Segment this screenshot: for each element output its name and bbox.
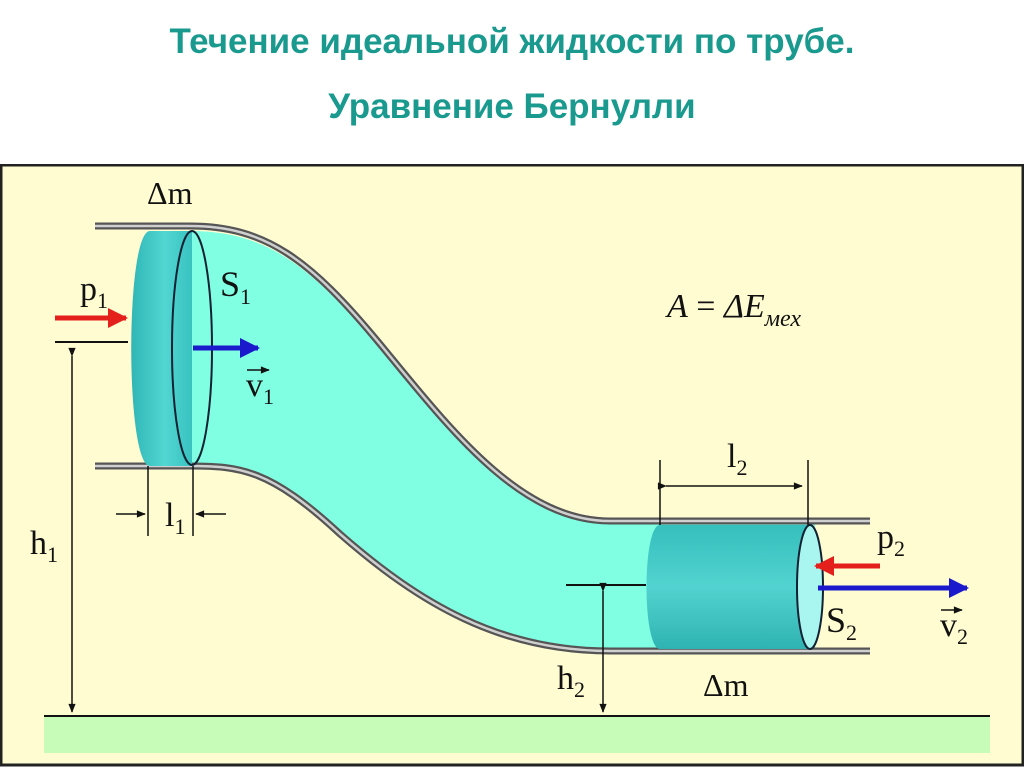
label-l1: l1 bbox=[165, 497, 185, 539]
label-S2: S2 bbox=[826, 600, 857, 645]
cylinder-right bbox=[646, 525, 808, 649]
title-line-2: Уравнение Бернулли bbox=[328, 87, 696, 126]
pipe-wall-upper-highlight bbox=[95, 224, 870, 523]
pipe-wall-lower-highlight bbox=[95, 464, 870, 653]
formula-work-energy: A = ΔEмех bbox=[665, 288, 801, 332]
bernoulli-pipe-diagram: Δm Δm p1 p2 S1 S2 v1 v2 l1 l2 h1 h2 A = … bbox=[0, 164, 1024, 767]
label-v2: v2 bbox=[940, 607, 968, 649]
label-h2: h2 bbox=[557, 660, 585, 702]
label-p2: p2 bbox=[877, 519, 905, 561]
label-l2: l2 bbox=[727, 438, 747, 480]
label-p1: p1 bbox=[80, 271, 108, 313]
fluid bbox=[150, 231, 815, 649]
label-dm-bottom: Δm bbox=[703, 667, 749, 703]
label-v1: v1 bbox=[246, 367, 274, 409]
label-h1: h1 bbox=[30, 525, 58, 567]
ground bbox=[44, 716, 990, 753]
cylinder-left bbox=[131, 231, 192, 466]
title-line-1: Течение идеальной жидкости по трубе. bbox=[169, 22, 855, 61]
label-dm-top: Δm bbox=[147, 175, 193, 211]
label-S1: S1 bbox=[220, 264, 251, 309]
